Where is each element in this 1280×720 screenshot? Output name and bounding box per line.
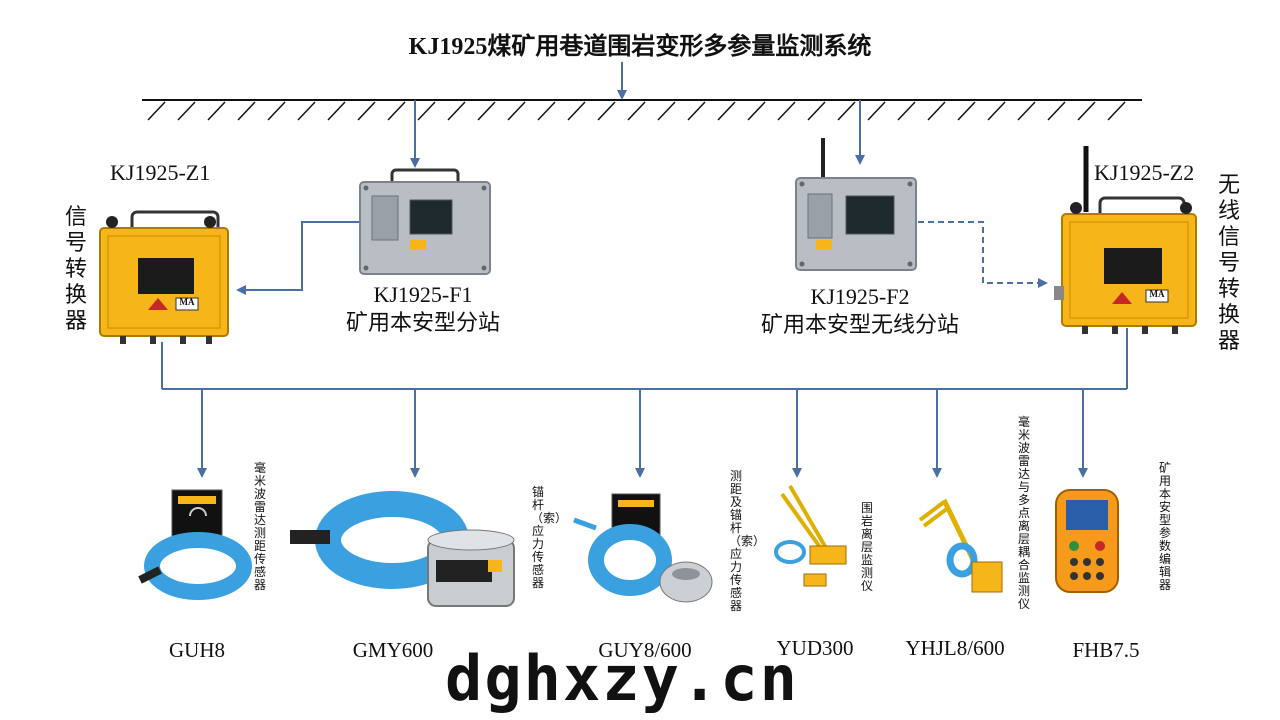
watermark-text: dghxzy.cn xyxy=(445,642,799,715)
z2-badge: MA xyxy=(1149,289,1165,299)
diagram-title: KJ1925煤矿用巷道围岩变形多参量监测系统 xyxy=(408,34,872,60)
sensor-yud300-model: YUD300 xyxy=(776,636,854,660)
sensor-guh8-model: GUH8 xyxy=(169,638,225,662)
sensor-gmy600-device xyxy=(290,491,515,607)
substation-f1-name: 矿用本安型分站 xyxy=(345,310,500,335)
ground-line xyxy=(142,99,1142,121)
converter-z2-function: 无线信号转换器 xyxy=(1217,172,1240,353)
sensor-yhjl8-600-device xyxy=(918,498,1003,593)
substation-f2-device xyxy=(795,138,917,271)
substation-f2-model: KJ1925-F2 xyxy=(810,284,910,309)
editor-fhb7-5-desc: 矿用本安型参数编辑器 xyxy=(1158,461,1171,592)
sensor-yhjl8-600-model: YHJL8/600 xyxy=(905,636,1005,660)
sensor-guy8-600-desc: 测距及锚杆（索）应力传感器 xyxy=(729,469,766,613)
converter-z1-model: KJ1925-Z1 xyxy=(110,160,211,185)
substation-f1-model: KJ1925-F1 xyxy=(373,282,473,307)
substation-f2-name: 矿用本安型无线分站 xyxy=(760,312,959,337)
sensor-guy8-600-device xyxy=(573,493,713,603)
z1-badge: MA xyxy=(179,297,195,307)
sensor-yud300-device xyxy=(774,484,847,587)
sensor-gmy600-model: GMY600 xyxy=(352,638,434,662)
sensor-guh8-device xyxy=(138,489,252,600)
sensor-yhjl8-600-desc: 毫米波雷达与多点离层耦合监测仪 xyxy=(1017,415,1030,611)
sensor-yud300-desc: 围岩离层监测仪 xyxy=(860,501,873,593)
substation-f1-device xyxy=(359,168,491,275)
sensor-guy8-600-model: GUY8/600 xyxy=(598,638,692,662)
connection-lines xyxy=(161,62,1128,478)
sensor-guh8-desc: 毫米波雷达测距传感器 xyxy=(253,461,266,592)
sensor-gmy600-desc: 锚杆（索）应力传感器 xyxy=(531,485,568,590)
editor-fhb7-5-model: FHB7.5 xyxy=(1072,638,1140,662)
converter-z2-device xyxy=(1054,146,1197,334)
editor-fhb7-5-device xyxy=(1055,489,1119,593)
converter-z2-model: KJ1925-Z2 xyxy=(1094,160,1195,185)
converter-z1-function: 信号转换器 xyxy=(64,204,87,333)
converter-z1-device xyxy=(99,210,229,344)
